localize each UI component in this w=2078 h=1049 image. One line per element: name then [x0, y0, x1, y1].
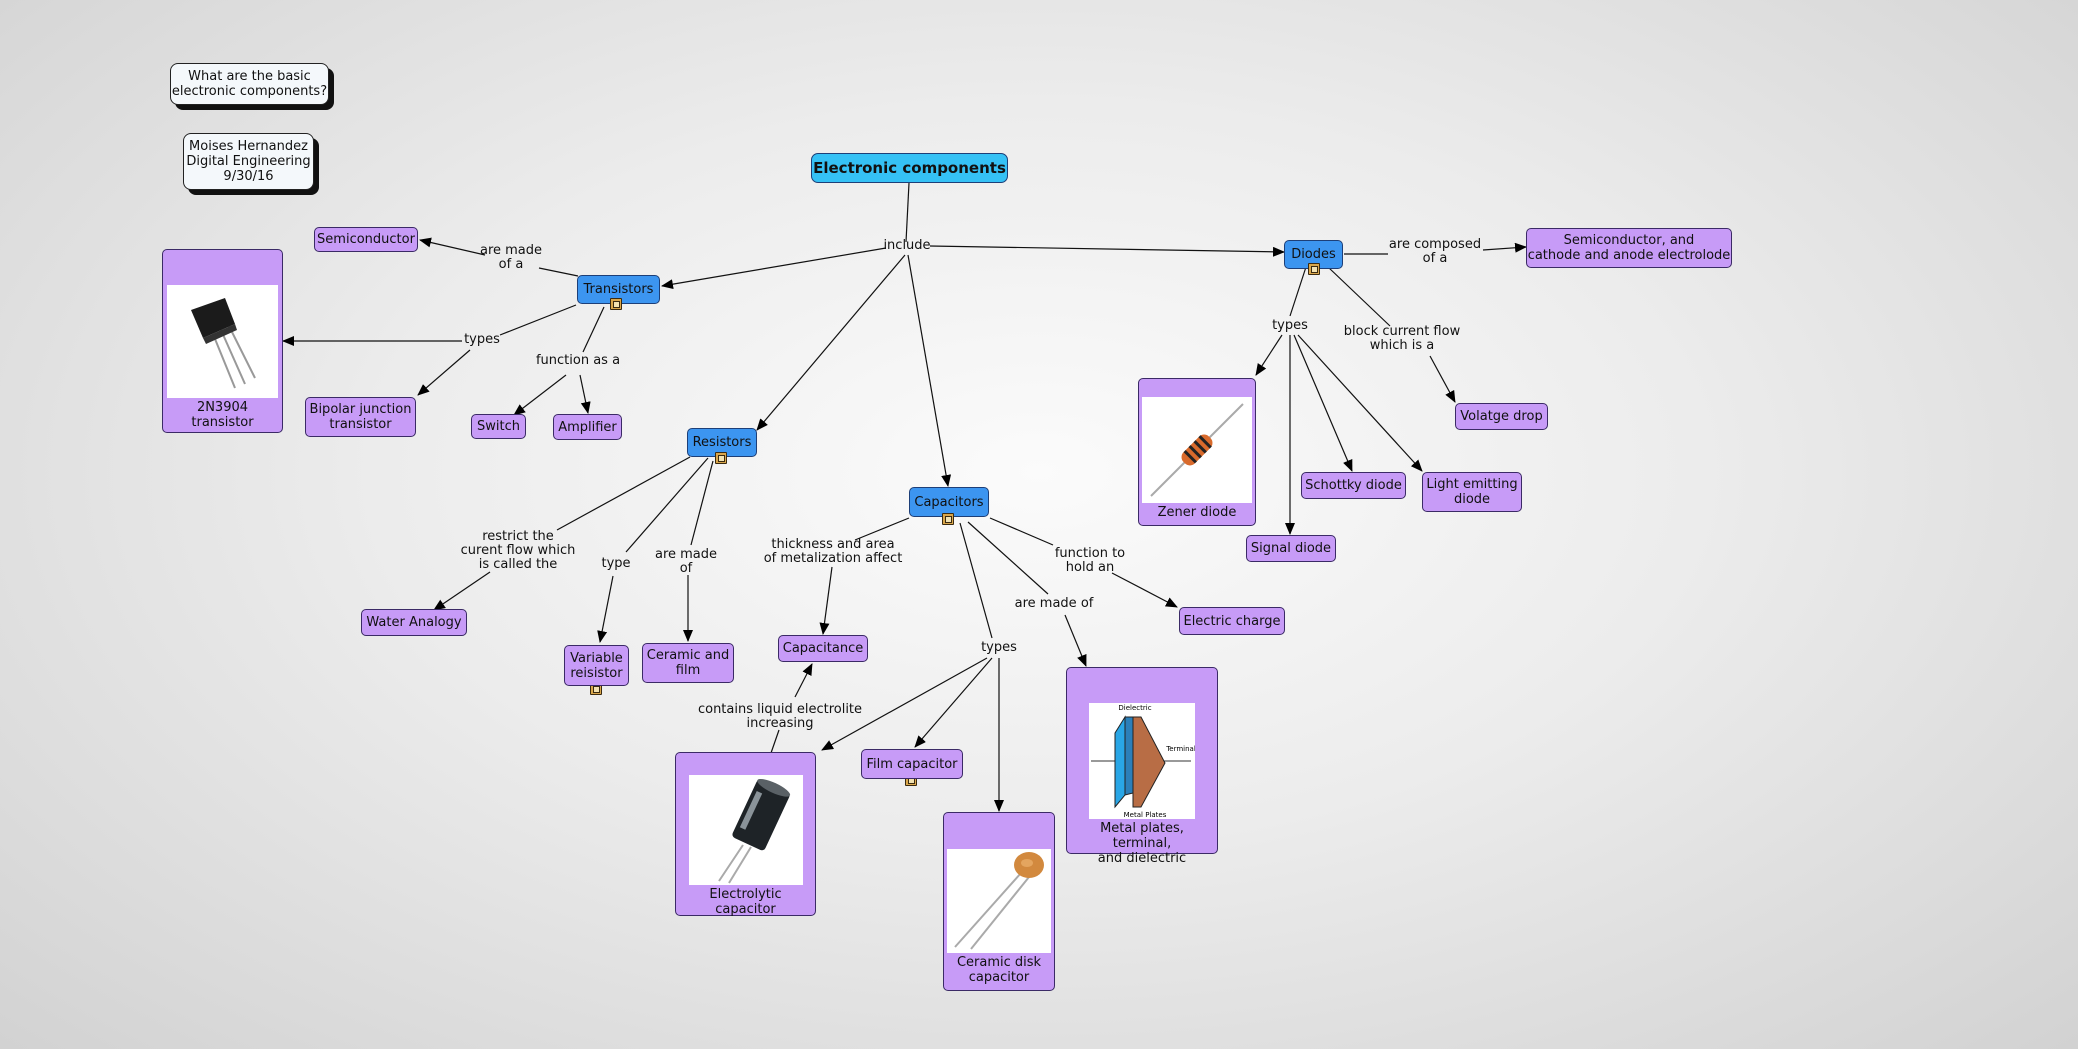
node-voltage-drop[interactable]: Volatge drop [1455, 403, 1548, 430]
node-water-analogy[interactable]: Water Analogy [361, 609, 467, 636]
node-signal-diode[interactable]: Signal diode [1246, 535, 1336, 562]
link-label-diode-types: types [1272, 318, 1308, 333]
node-2n3904-transistor[interactable]: 2N3904 transistor [162, 249, 283, 433]
link-label-thickness: thickness and area of metalization affec… [763, 537, 903, 566]
ceramic-disk-capacitor-photo [947, 849, 1051, 953]
resource-badge-icon[interactable] [715, 452, 727, 464]
node-light-emitting-diode[interactable]: Light emitting diode [1422, 472, 1522, 512]
resource-badge-icon[interactable] [1308, 263, 1320, 275]
node-bipolar-junction-transistor[interactable]: Bipolar junction transistor [305, 397, 416, 437]
transistor-photo [167, 285, 278, 398]
node-ceramic-disk-capacitor[interactable]: Ceramic disk capacitor [943, 812, 1055, 991]
link-label-transistor-types: types [464, 332, 500, 347]
resource-badge-icon[interactable] [610, 298, 622, 310]
zener-diode-photo [1142, 397, 1252, 503]
focus-question-note: What are the basic electronic components… [170, 63, 329, 105]
node-metal-plates-terminal-dielectric[interactable]: Dielectric Terminal Metal Plates Metal p… [1066, 667, 1218, 866]
link-label-cap-made-of: are made of [1014, 596, 1094, 611]
link-label-function-as-a: function as a [535, 353, 621, 368]
node-variable-resistor[interactable]: Variable reisistor [564, 645, 629, 686]
node-electric-charge[interactable]: Electric charge [1179, 607, 1285, 635]
resource-badge-icon[interactable] [590, 683, 602, 695]
link-label-function-to-hold: function to hold an [1054, 546, 1126, 575]
author-note: Moises Hernandez Digital Engineering 9/3… [183, 133, 314, 190]
link-label-resistor-type: type [601, 556, 631, 571]
link-label-cap-types: types [981, 640, 1017, 655]
node-capacitance[interactable]: Capacitance [778, 635, 868, 662]
node-capacitors[interactable]: Capacitors [909, 487, 989, 517]
link-label-contains: contains liquid electrolite increasing [697, 702, 863, 731]
link-label-resistor-made-of: are made of [654, 547, 718, 576]
electrolytic-capacitor-photo [688, 775, 803, 885]
resource-badge-icon[interactable] [942, 513, 954, 525]
link-label-restrict: restrict the curent flow which is called… [460, 529, 576, 572]
node-amplifier[interactable]: Amplifier [553, 414, 622, 440]
link-label-include: include [883, 238, 931, 253]
link-label-block-current: block current flow which is a [1343, 324, 1461, 353]
node-film-capacitor[interactable]: Film capacitor [861, 749, 963, 779]
svg-text:Dielectric: Dielectric [1118, 704, 1151, 712]
svg-text:Terminal: Terminal [1165, 745, 1195, 753]
node-schottky-diode[interactable]: Schottky diode [1301, 472, 1406, 499]
link-label-composed-of: are composed of a [1388, 237, 1482, 266]
node-semiconductor-cathode-anode[interactable]: Semiconductor, and cathode and anode ele… [1526, 228, 1732, 268]
node-transistors[interactable]: Transistors [577, 275, 660, 304]
capacitor-dielectric-diagram: Dielectric Terminal Metal Plates [1089, 703, 1195, 819]
node-zener-diode[interactable]: Zener diode [1138, 378, 1256, 526]
node-electronic-components[interactable]: Electronic components [811, 153, 1008, 183]
node-switch[interactable]: Switch [471, 414, 526, 439]
node-ceramic-and-film[interactable]: Ceramic and film [642, 643, 734, 683]
node-electrolytic-capacitor[interactable]: Electrolytic capacitor [675, 752, 816, 917]
svg-text:Metal Plates: Metal Plates [1124, 811, 1167, 819]
node-semiconductor[interactable]: Semiconductor [314, 227, 418, 252]
link-label-are-made-of-a: are made of a [479, 243, 543, 272]
